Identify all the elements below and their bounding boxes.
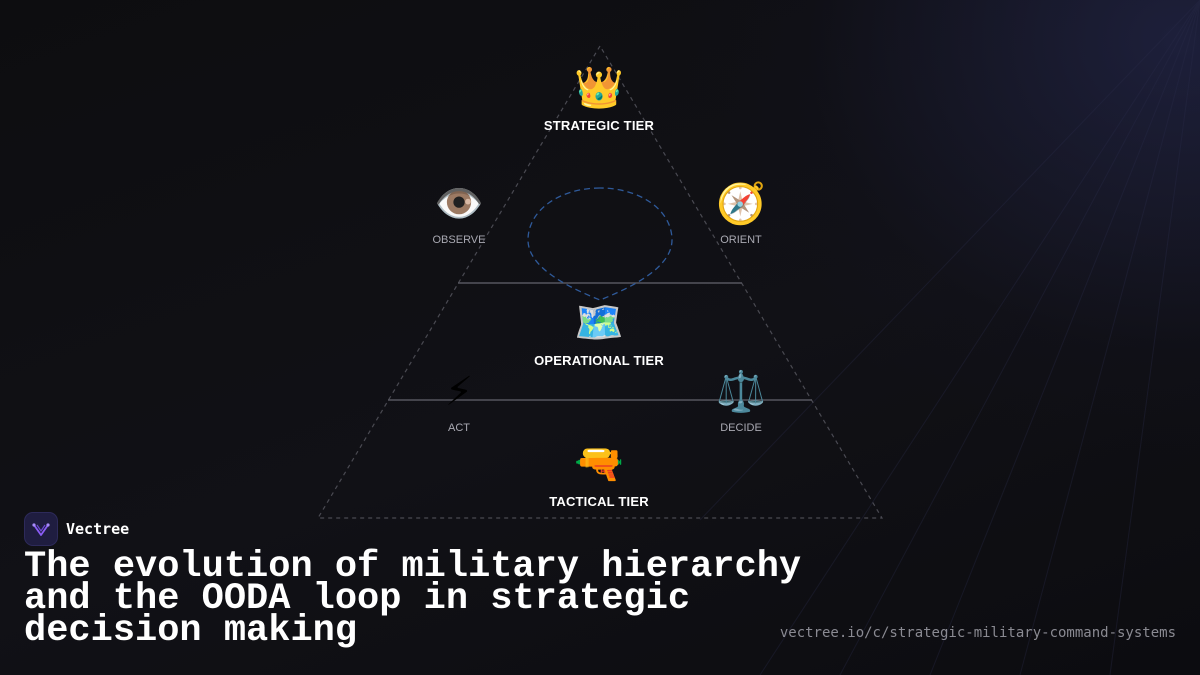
decide-label: DECIDE xyxy=(720,422,762,434)
orient-node: 🧭 ORIENT xyxy=(716,180,766,246)
brand: Vectree xyxy=(24,512,129,546)
act-label: ACT xyxy=(448,422,470,434)
ooda-loop-path xyxy=(527,187,673,301)
pyramid-outline xyxy=(316,44,884,519)
orient-label: ORIENT xyxy=(720,234,762,246)
headline: The evolution of military hierarchy and … xyxy=(24,546,802,652)
world-map-icon: 🗺️ xyxy=(574,300,624,346)
vectree-logo-icon xyxy=(24,512,58,546)
observe-label: OBSERVE xyxy=(432,234,486,246)
strategic-tier-node: 👑 STRATEGIC TIER xyxy=(544,64,654,133)
tactical-tier-label: TACTICAL TIER xyxy=(549,494,649,509)
decide-node: ⚖️ DECIDE xyxy=(716,368,766,434)
operational-tier-node: 🗺️ OPERATIONAL TIER xyxy=(534,299,664,368)
eye-icon: 👁️ xyxy=(434,181,484,227)
tactical-tier-node: 🔫 TACTICAL TIER xyxy=(549,440,649,509)
operational-tier-label: OPERATIONAL TIER xyxy=(534,353,664,368)
lightning-icon: ⚡ xyxy=(444,369,474,415)
balance-scale-icon: ⚖️ xyxy=(716,369,766,415)
brand-name: Vectree xyxy=(66,520,130,538)
crown-icon: 👑 xyxy=(574,65,624,111)
water-pistol-icon: 🔫 xyxy=(574,441,624,487)
observe-node: 👁️ OBSERVE xyxy=(433,180,486,246)
strategic-tier-label: STRATEGIC TIER xyxy=(543,118,655,133)
act-node: ⚡ ACT xyxy=(445,368,473,434)
compass-icon: 🧭 xyxy=(716,181,766,227)
page-url[interactable]: vectree.io/c/strategic-military-command-… xyxy=(779,625,1176,641)
